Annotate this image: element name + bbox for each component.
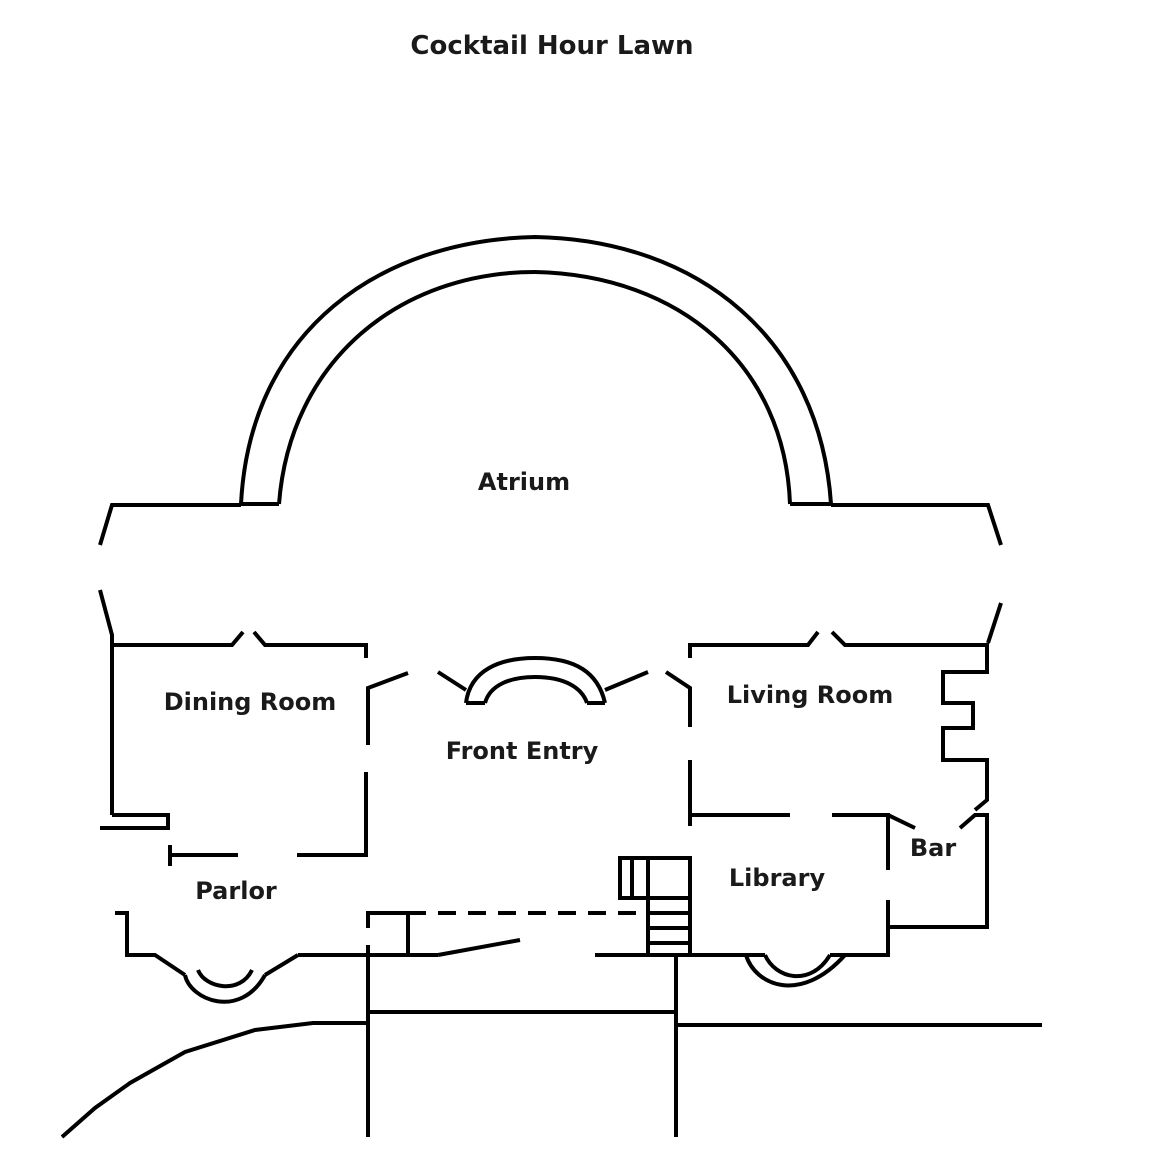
bar-walls: [832, 813, 989, 929]
room-label-bar: Bar: [910, 834, 956, 862]
diagram-title: Cocktail Hour Lawn: [410, 31, 693, 61]
dining-room-walls: [100, 630, 409, 866]
room-label-library: Library: [729, 864, 826, 892]
atrium-dome: [239, 234, 833, 506]
staircase: [630, 858, 690, 955]
room-label-atrium: Atrium: [478, 468, 570, 496]
front-entry-arch: [436, 655, 649, 705]
living-room-walls: [664, 630, 989, 826]
parlor-walls: [115, 911, 300, 1004]
atrium-walls: [98, 503, 1003, 645]
room-label-dining-room: Dining Room: [164, 688, 337, 716]
room-label-parlor: Parlor: [195, 877, 277, 905]
library-walls: [618, 813, 890, 957]
walkway: [60, 945, 1042, 1139]
front-entry-south-wall: [298, 911, 690, 957]
library-bay-window: [744, 953, 847, 988]
room-label-front-entry: Front Entry: [446, 737, 599, 765]
room-label-living-room: Living Room: [727, 681, 893, 709]
